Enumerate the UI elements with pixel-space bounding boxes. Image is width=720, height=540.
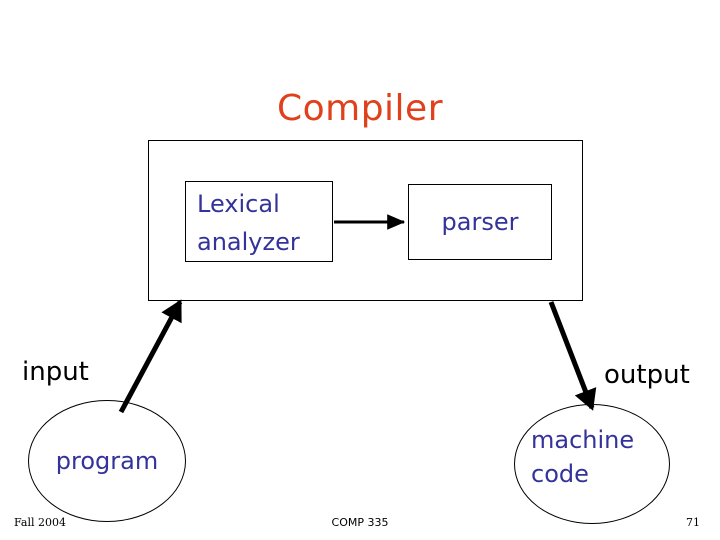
machine-code-label-line2: code (531, 460, 589, 488)
output-label: output (604, 360, 690, 390)
footer-page-number: 71 (686, 516, 700, 529)
footer-date: Fall 2004 (14, 516, 66, 529)
lexical-analyzer-box: Lexical analyzer (185, 181, 333, 262)
arrow-input-program-to-compiler (118, 299, 183, 414)
machine-code-ellipse: machine code (514, 404, 670, 524)
program-label: program (55, 447, 159, 475)
page-title: Compiler (276, 88, 444, 129)
program-ellipse: program (28, 400, 186, 522)
parser-box: parser (408, 184, 552, 260)
lexical-analyzer-label-line1: Lexical (197, 190, 280, 218)
lexical-analyzer-label-line2: analyzer (197, 228, 300, 256)
input-label: input (22, 357, 89, 387)
machine-code-label-line1: machine (531, 426, 635, 454)
parser-label: parser (441, 208, 519, 236)
compiler-container-box (148, 140, 583, 301)
arrow-output-compiler-to-machine-code (548, 301, 597, 411)
footer-course: COMP 335 (331, 516, 389, 529)
